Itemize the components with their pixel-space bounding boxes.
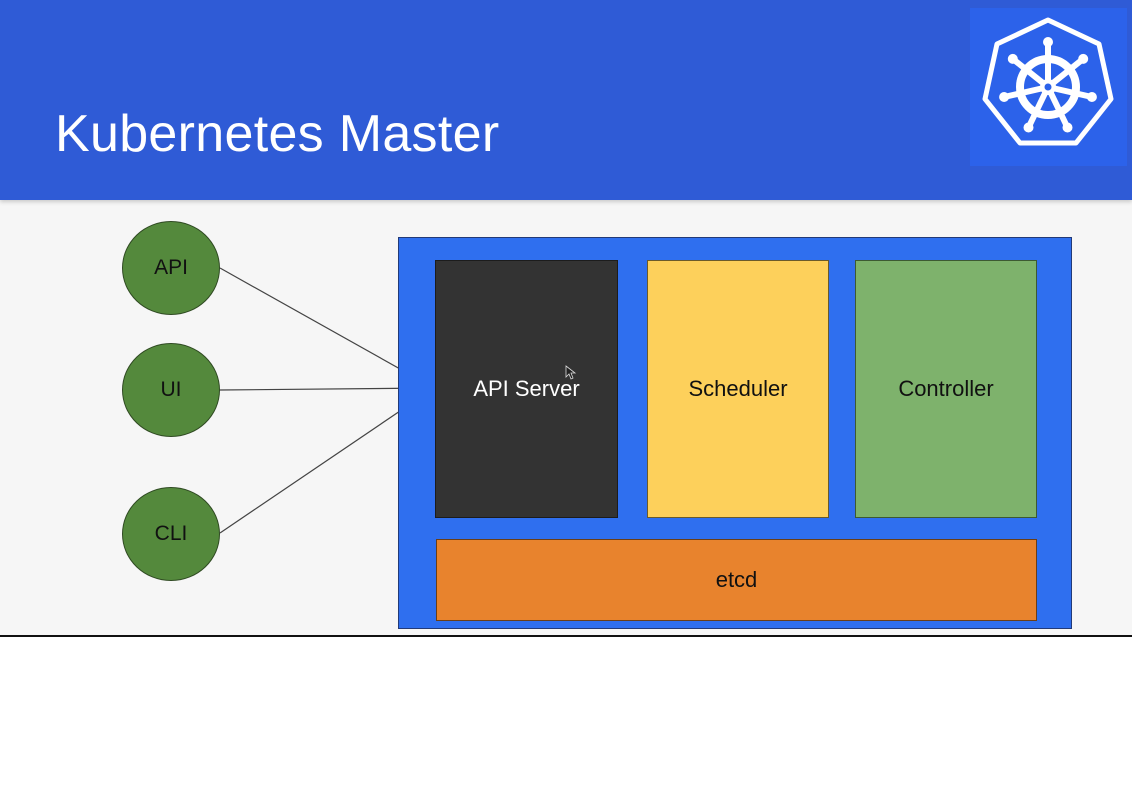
scheduler-box: Scheduler bbox=[647, 260, 829, 518]
slide-header: Kubernetes Master bbox=[0, 0, 1132, 200]
kubernetes-logo bbox=[970, 8, 1127, 166]
client-api: API bbox=[122, 221, 220, 315]
etcd-box: etcd bbox=[436, 539, 1037, 621]
slide: Kubernetes Master bbox=[0, 0, 1132, 629]
client-cli: CLI bbox=[122, 487, 220, 581]
api-server-box: API Server bbox=[435, 260, 618, 518]
slide-title: Kubernetes Master bbox=[55, 105, 500, 163]
kubernetes-helm-wheel-icon bbox=[982, 17, 1114, 146]
slide-bottom-border bbox=[0, 635, 1132, 637]
controller-box: Controller bbox=[855, 260, 1037, 518]
client-ui: UI bbox=[122, 343, 220, 437]
mouse-cursor-icon bbox=[565, 365, 577, 380]
